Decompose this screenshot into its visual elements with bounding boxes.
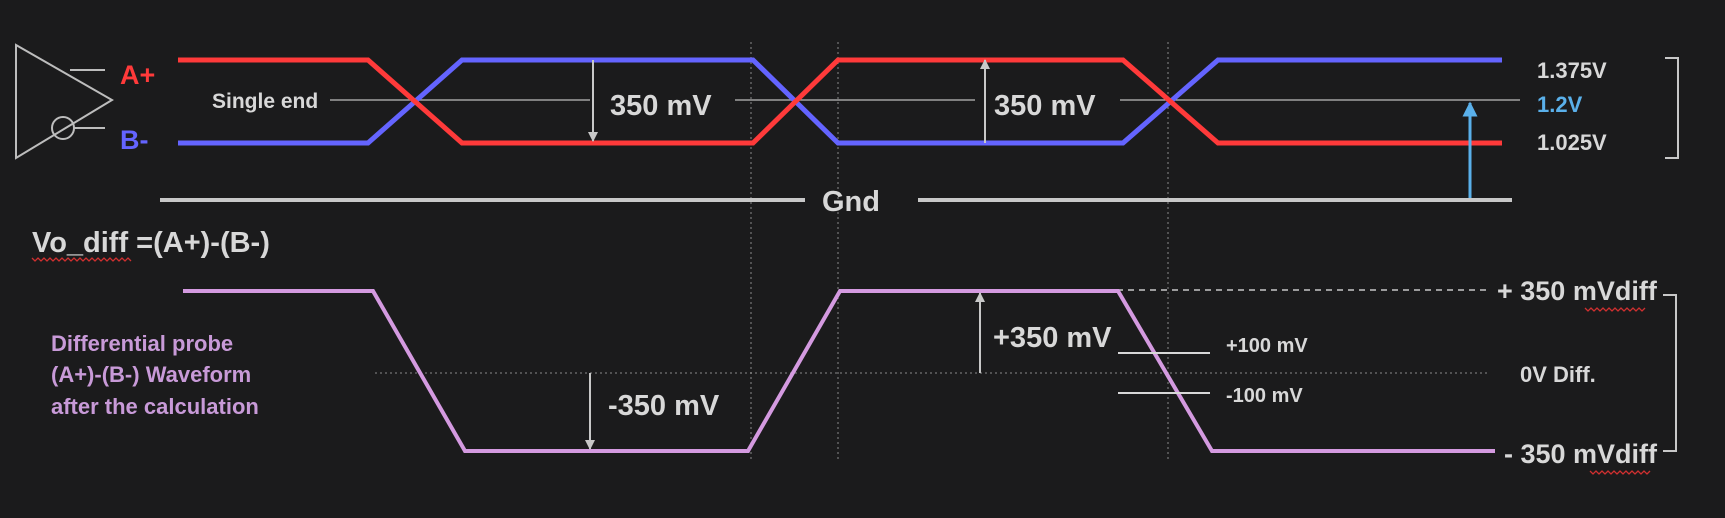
neg-diff-label: - 350 mVdiff <box>1504 439 1658 469</box>
swing-label-1: 350 mV <box>610 90 712 122</box>
pos-diff-label: + 350 mVdiff <box>1497 276 1658 306</box>
b-minus-label: B- <box>120 125 149 155</box>
transition-guides <box>750 42 1169 462</box>
pos-swing-label: +350 mV <box>993 322 1112 354</box>
probe-description-line-3: after the calculation <box>51 394 259 419</box>
formula-label: Vo_diff =(A+)-(B-) <box>32 227 270 259</box>
spellcheck-squiggle-pos-diff <box>1584 307 1646 312</box>
voltage-cm-label: 1.2V <box>1537 92 1583 117</box>
probe-description-line-1: Differential probe <box>51 331 233 356</box>
single-end-label: Single end <box>212 90 318 113</box>
differential-waveform <box>183 289 1495 453</box>
voltage-low-label: 1.025V <box>1537 130 1607 155</box>
threshold-pos-label: +100 mV <box>1226 335 1308 357</box>
driver-symbol-icon <box>15 43 114 160</box>
probe-description-line-2: (A+)-(B-) Waveform <box>51 362 251 387</box>
a-plus-label: A+ <box>120 60 155 90</box>
threshold-neg-label: -100 mV <box>1226 385 1303 407</box>
ground-label: Gnd <box>822 186 880 218</box>
b-minus-waveform <box>178 57 1502 146</box>
spellcheck-squiggle-formula <box>31 257 132 262</box>
voltage-high-label: 1.375V <box>1537 58 1607 83</box>
diff-bracket <box>1663 294 1677 452</box>
zero-diff-label: 0V Diff. <box>1520 362 1596 387</box>
voltage-bracket <box>1665 57 1679 159</box>
neg-swing-label: -350 mV <box>608 390 720 422</box>
a-plus-waveform <box>178 57 1502 146</box>
spellcheck-squiggle-neg-diff <box>1589 470 1651 475</box>
swing-label-2: 350 mV <box>994 90 1096 122</box>
